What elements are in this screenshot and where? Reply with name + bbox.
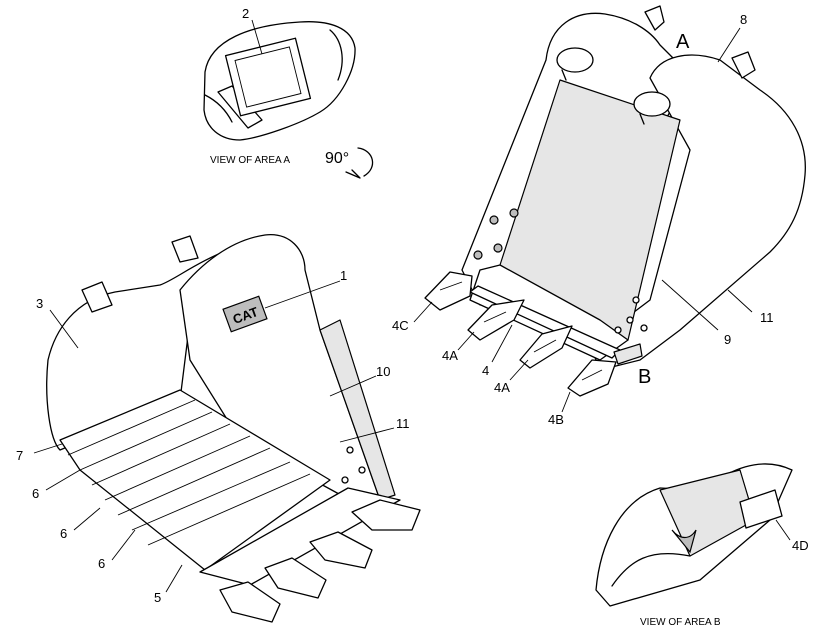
callout-4d: 4D [792, 538, 809, 553]
tooth-4a-upper [467, 299, 525, 341]
callout-6-top: 6 [32, 486, 39, 501]
front-tooth-3 [264, 557, 327, 599]
callout-7: 7 [16, 448, 23, 463]
view-area-b: VIEW OF AREA B [595, 463, 793, 628]
callout-4a-upper: 4A [442, 348, 458, 363]
callout-4a-lower: 4A [494, 380, 510, 395]
callout-10: 10 [376, 364, 390, 379]
view-area-a-caption: VIEW OF AREA A [210, 155, 290, 166]
callout-11-left: 11 [396, 416, 410, 431]
callout-6-bottom: 6 [98, 556, 105, 571]
tooth-4b [567, 359, 617, 397]
callout-8: 8 [740, 12, 747, 27]
callout-11-right: 11 [760, 310, 774, 325]
callout-2: 2 [242, 6, 249, 21]
callout-9: 9 [724, 332, 731, 347]
rotate-arrow-icon [345, 147, 374, 179]
tooth-4a-lower [519, 325, 573, 369]
tooth-4c [424, 271, 473, 311]
rear-bucket [424, 5, 806, 397]
callout-4c: 4C [392, 318, 409, 333]
callout-3: 3 [36, 296, 43, 311]
callout-4: 4 [482, 363, 489, 378]
callout-5: 5 [154, 590, 161, 605]
cat-logo-plate: CAT [222, 295, 268, 333]
area-letter-a: A [676, 31, 690, 53]
front-tooth-1 [351, 499, 421, 531]
leader-lines [33, 19, 791, 593]
rotation-label: 90° [325, 150, 349, 167]
callout-6-middle: 6 [60, 526, 67, 541]
front-tooth-2 [309, 531, 373, 569]
view-area-b-caption: VIEW OF AREA B [640, 617, 721, 628]
front-bucket: CAT [46, 234, 421, 623]
callouts: 2 8 A 1 3 4C 11 9 4A 4 10 B 4A 4B 11 7 6… [16, 6, 809, 605]
callout-4b: 4B [548, 412, 564, 427]
front-tooth-4 [219, 581, 281, 623]
area-letter-b: B [638, 366, 651, 388]
view-area-a: VIEW OF AREA A 90° [203, 21, 374, 179]
callout-1: 1 [340, 268, 347, 283]
